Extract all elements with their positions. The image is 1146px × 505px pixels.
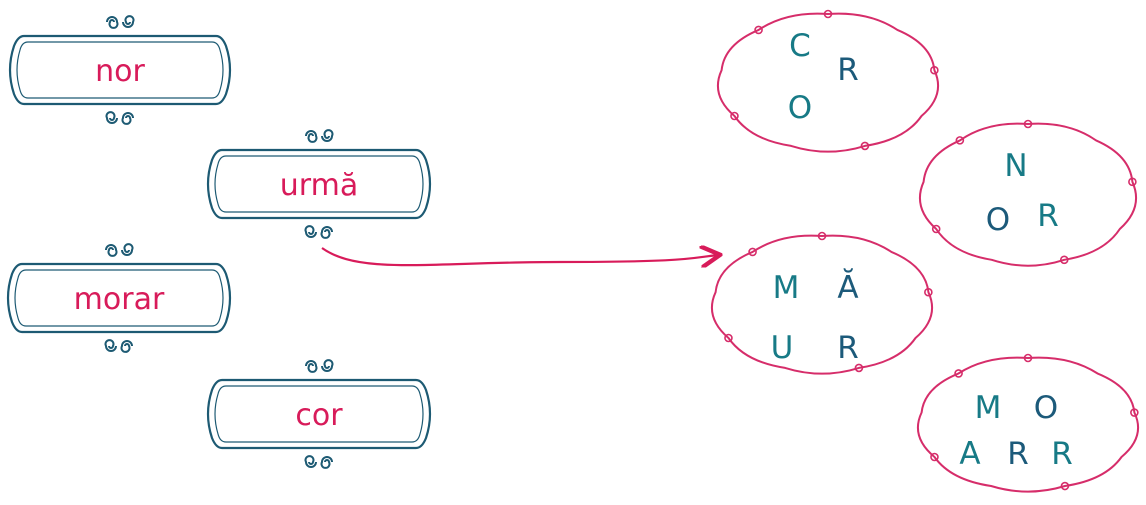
cloud-letter: U	[771, 330, 794, 366]
cloud-curl-icon	[854, 363, 864, 373]
word-frame	[206, 148, 432, 220]
cloud-curl-icon	[1023, 119, 1033, 129]
cloud-curl-icon	[754, 25, 763, 35]
cloud-curl-icon	[1023, 353, 1033, 363]
cloud-letter: R	[837, 330, 859, 366]
swirl-ornament-icon	[106, 15, 135, 29]
cloud-curl-icon	[930, 65, 939, 75]
cloud-letter: Ă	[837, 269, 858, 306]
cloud-curl-icon	[924, 287, 933, 297]
cloud-letter: N	[1004, 148, 1027, 184]
word-frame	[6, 262, 232, 334]
cloud-letter: A	[959, 436, 980, 472]
cloud-curl-icon	[748, 247, 757, 257]
word-label: cor	[295, 398, 343, 433]
word-card[interactable]: cor	[206, 359, 432, 469]
cloud-curl-icon	[817, 231, 827, 241]
letter-cloud[interactable]: M Ă U R	[711, 231, 933, 375]
cloud-curl-icon	[730, 111, 739, 121]
matching-arrow	[321, 248, 718, 265]
cloud-curl-icon	[955, 136, 965, 145]
swirl-ornament-icon	[304, 455, 333, 469]
cloud-letter: R	[1007, 436, 1029, 472]
swirl-ornament-icon	[104, 339, 133, 353]
word-frame	[206, 378, 432, 450]
cloud-letter: O	[788, 90, 812, 126]
cloud-outline	[919, 122, 1137, 267]
word-label: nor	[95, 54, 145, 89]
cloud-curl-icon	[931, 224, 941, 234]
cloud-letter: C	[789, 28, 811, 64]
cloud-letter: R	[1051, 436, 1073, 472]
word-card[interactable]: morar	[6, 243, 232, 353]
cloud-letter: O	[1034, 390, 1058, 426]
cloud-curl-icon	[954, 369, 963, 378]
swirl-ornament-icon	[305, 359, 334, 373]
cloud-letter: M	[975, 390, 1002, 426]
cloud-curl-icon	[724, 333, 733, 343]
swirl-ornament-icon	[105, 243, 134, 257]
word-frame	[8, 34, 232, 106]
word-card[interactable]: nor	[8, 15, 232, 125]
cloud-curl-icon	[1130, 408, 1139, 417]
cloud-curl-icon	[930, 452, 939, 462]
cloud-letter: R	[837, 52, 859, 88]
cloud-curl-icon	[1128, 177, 1137, 187]
swirl-ornament-icon	[305, 129, 334, 143]
cloud-letter: M	[773, 270, 800, 306]
cloud-outline	[717, 12, 939, 153]
cloud-curl-icon	[1059, 255, 1069, 265]
cloud-curl-icon	[1060, 481, 1070, 491]
swirl-ornament-icon	[105, 111, 134, 125]
cloud-curl-icon	[860, 141, 870, 151]
letter-cloud[interactable]: CRO	[717, 9, 939, 153]
cloud-outline	[711, 234, 933, 375]
cloud-letter: O	[986, 202, 1010, 238]
cloud-outline	[917, 356, 1139, 493]
word-label: urmă	[280, 168, 358, 203]
word-card[interactable]: urmă	[206, 129, 432, 239]
cloud-letter: R	[1037, 198, 1059, 234]
swirl-ornament-icon	[304, 225, 333, 239]
word-label: morar	[74, 282, 165, 317]
cloud-curl-icon	[823, 9, 833, 19]
